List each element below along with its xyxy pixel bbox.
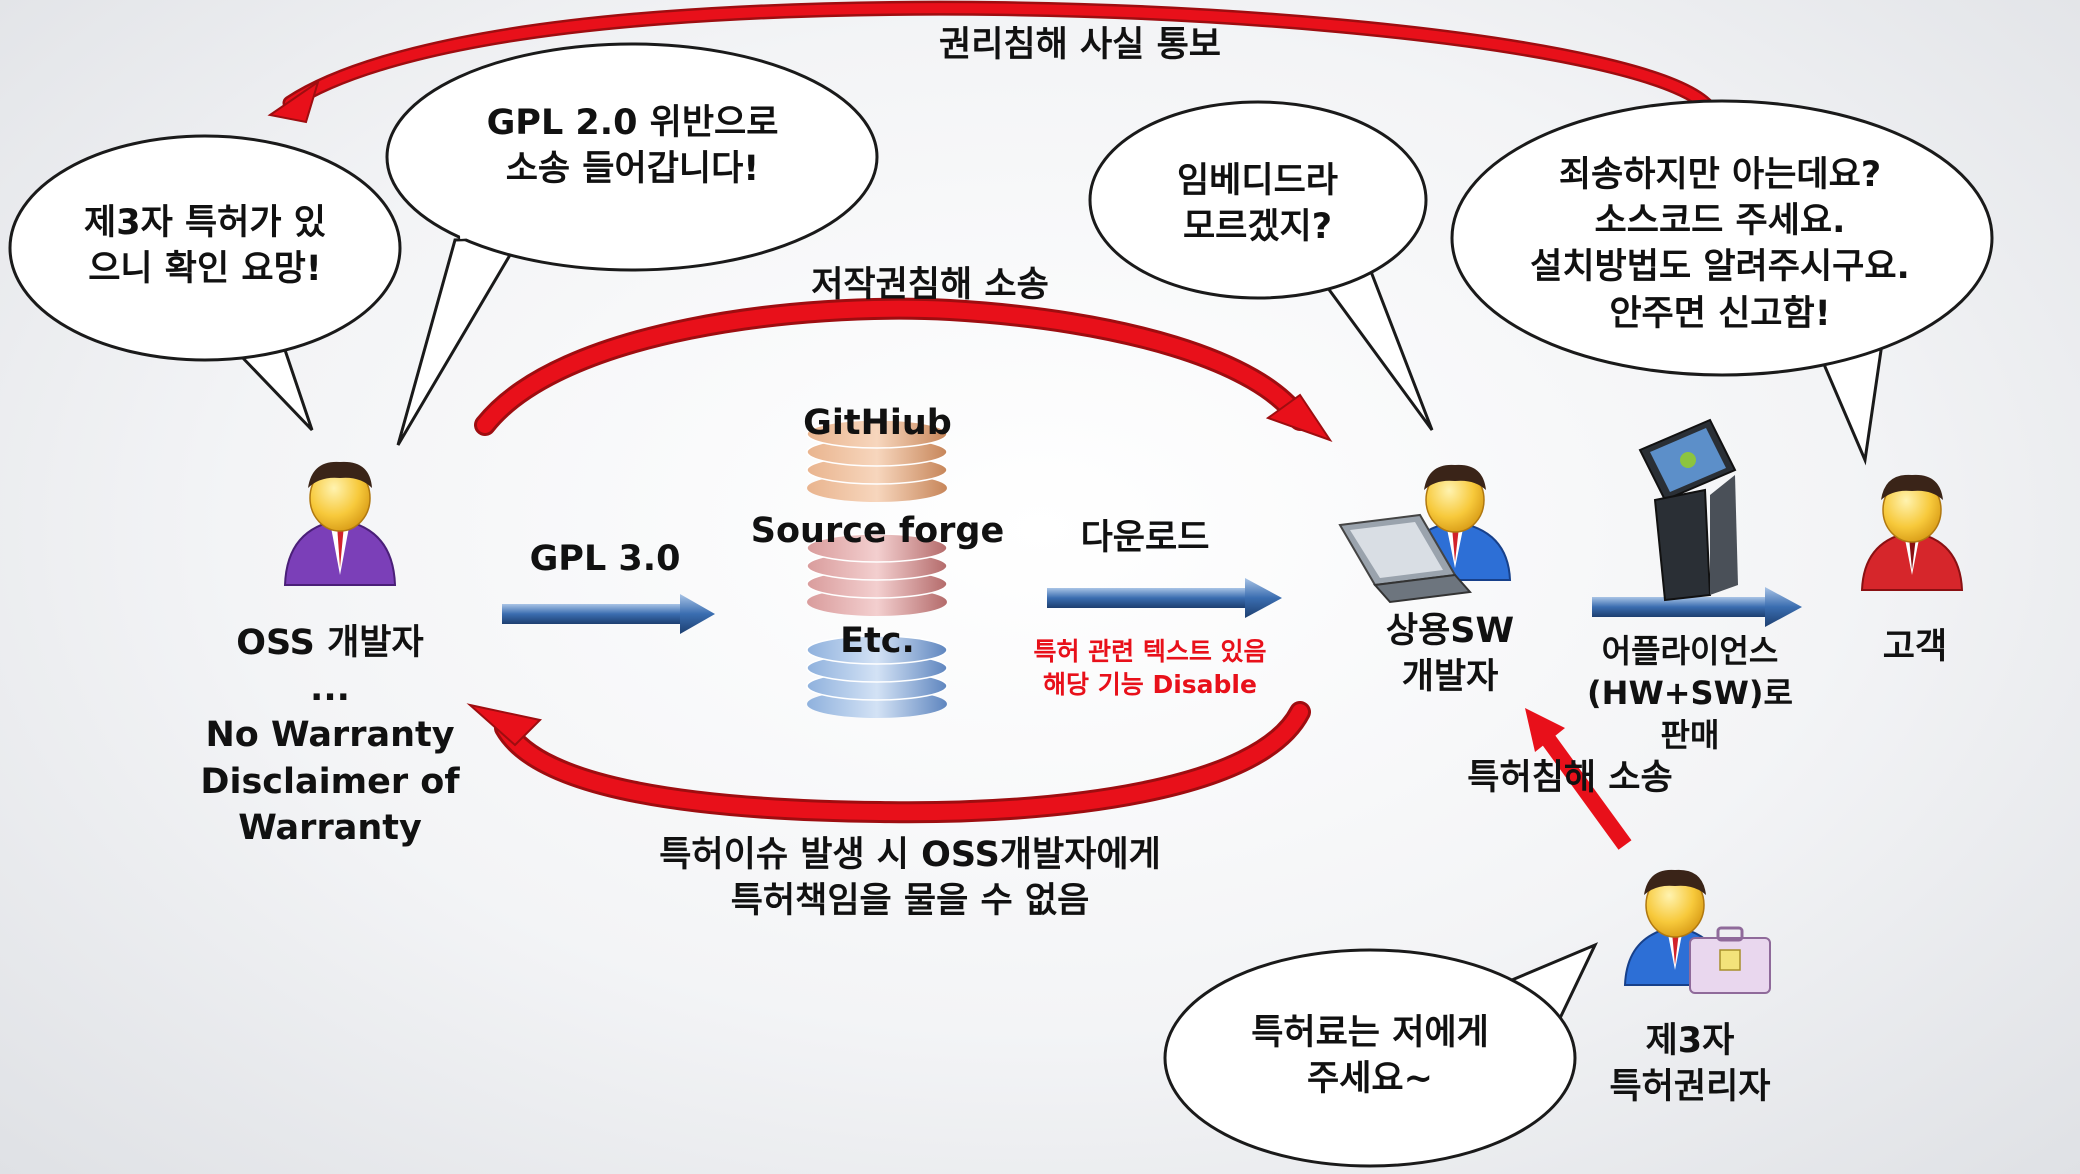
bubble-customer-demand-text: 죄송하지만 아는데요? 소스코드 주세요. 설치방법도 알려주시구요. 안주면 … [1530,155,1910,334]
appliance-label: 어플라이언스 (HW+SW)로 판매 [1587,632,1793,755]
download-label: 다운로드 [1080,518,1210,558]
commercial-developer-label: 상용SW 개발자 [1385,611,1515,698]
patent-issue-arrow [466,701,1311,824]
bubble-gpl2-lawsuit-text: GPL 2.0 위반으로 소송 들어갑니다! [486,103,779,190]
patent-suit-arrow [1525,708,1632,850]
sourceforge-disk-stack [806,533,948,616]
oss-developer-icon [283,461,397,586]
bubble-customer-demand [1450,99,1994,466]
etc-disk-stack [806,635,948,718]
bubble-embedded [1088,100,1434,431]
upper-arc-label: 저작권침해 소송 [811,265,1049,305]
repo-etc-label: Etc. [840,621,915,661]
top-arrow-label: 권리침해 사실 통보 [939,25,1221,65]
bubble-third-party-patent [8,134,402,432]
patent-holder-icon [1623,869,1771,994]
patent-holder-label: 제3자 특허권리자 [1609,1021,1771,1108]
bubble-third-party-patent-text: 제3자 특허가 있 으니 확인 요망! [84,203,326,290]
sell-arrow [1592,587,1802,627]
bubble-royalty [1163,942,1599,1168]
oss-developer-label: OSS 개발자 ... No Warranty Disclaimer of Wa… [200,623,460,848]
repo-github-label: GitHiub [803,403,952,443]
bubble-gpl2-lawsuit [385,42,879,446]
top-notification-arrow [267,0,1720,124]
customer-label: 고객 [1882,627,1948,667]
kiosk-appliance-icon [1638,418,1738,602]
commercial-developer-icon [1338,464,1512,604]
download-arrow [1047,578,1282,618]
bubble-embedded-text: 임베디드라 모르겠지? [1176,161,1338,248]
github-disk-stack [806,419,948,502]
repo-sourceforge-label: Source forge [750,511,1005,551]
patent-suit-label: 특허침해 소송 [1467,758,1673,798]
gpl3-arrow [502,594,715,634]
lower-arc-label: 특허이슈 발생 시 OSS개발자에게 특허책임을 물을 수 없음 [659,835,1161,922]
gpl3-label: GPL 3.0 [529,539,681,579]
bubble-royalty-text: 특허료는 저에게 주세요~ [1251,1013,1489,1100]
copyright-lawsuit-arrow [474,297,1333,442]
customer-icon [1860,474,1964,591]
patent-note: 특허 관련 텍스트 있음 해당 기능 Disable [1033,637,1267,699]
